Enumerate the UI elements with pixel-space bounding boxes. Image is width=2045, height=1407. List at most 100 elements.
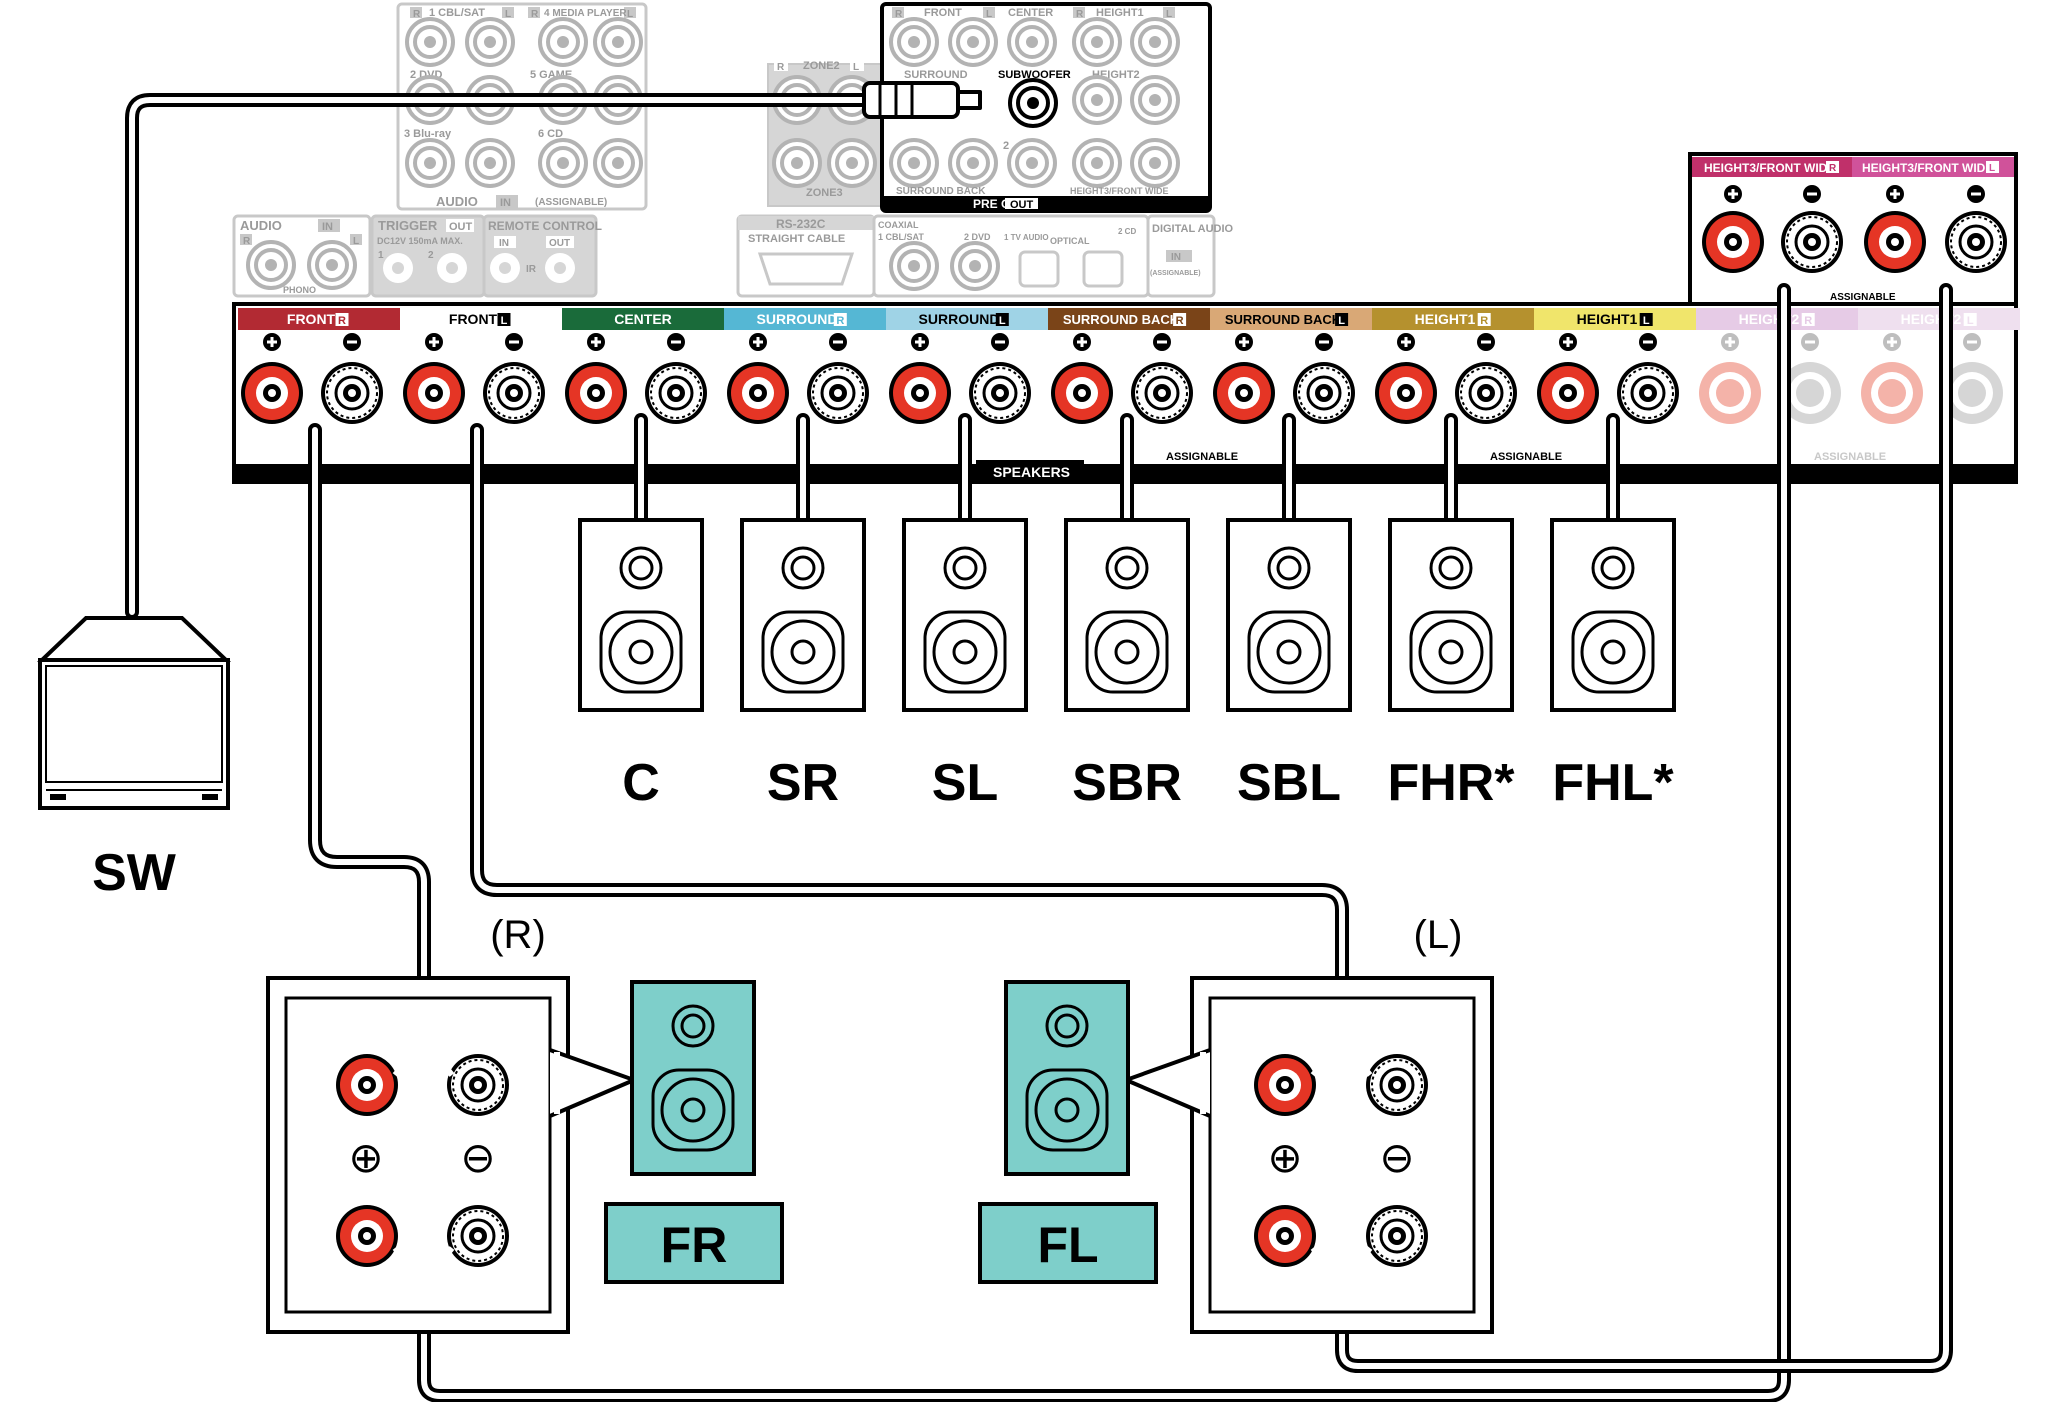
terminal-plus-9[interactable] [1699,362,1761,424]
preout-surround-back: SURROUND BACK [896,186,986,197]
terminal-minus-8[interactable] [1615,360,1681,426]
minus-marker-0 [343,333,361,351]
terminal-minus-3[interactable] [805,360,871,426]
remote-control-label: REMOTE CONTROL [488,219,602,233]
terminal-channel-7: R [1480,315,1488,327]
cables [125,81,1953,1403]
channel-l-tag: L [1166,9,1172,20]
in-tag: IN [1171,252,1181,263]
terminal-plus-7[interactable] [1375,362,1437,424]
terminal-plus-2[interactable] [565,362,627,424]
speaker-fhl [1550,518,1676,712]
pre-out-panel: R FRONT L CENTER R HEIGHT1 L SURROUND HE… [767,2,1212,213]
label-cbl-sat: 1 CBL/SAT [429,7,485,19]
speaker-fhr [1388,518,1514,712]
terminal-channel-box-1 [497,313,511,326]
terminal-minus-1[interactable] [481,360,547,426]
plus-marker-5 [1073,333,1091,351]
plus-marker-6 [1235,333,1253,351]
optical-label: OPTICAL [1050,236,1090,246]
terminal-label-7: HEIGHT1 [1415,311,1476,327]
terminal-plus-3[interactable] [727,362,789,424]
terminal-channel-box-9 [1801,313,1815,326]
minus-marker-1 [505,333,523,351]
front-left-name: FL [1037,1217,1098,1273]
terminal-channel-6: L [1338,315,1345,327]
terminal-channel-10: L [1967,315,1974,327]
terminal-channel-box-5 [1173,313,1187,326]
minus-marker-4 [991,333,1009,351]
terminal-label-5: SURROUND BACK [1063,312,1180,327]
terminal-channel-4: L [999,315,1006,327]
terminal-plus-4[interactable] [889,362,951,424]
trigger-1: 1 [378,250,384,261]
height3-assignable: ASSIGNABLE [1830,292,1896,303]
terminal-plus-0[interactable] [241,362,303,424]
front-left-minus: ⊖ [1379,1134,1414,1181]
minus-marker-2 [667,333,685,351]
plus-marker-0 [263,333,281,351]
plus-marker-8 [1559,333,1577,351]
height3-l-header [1852,157,2014,177]
subwoofer-cable [125,81,982,619]
terminal-minus-7[interactable] [1453,360,1519,426]
straight-cable-label: STRAIGHT CABLE [748,233,845,245]
zone2-label: ZONE2 [803,60,840,72]
ir-label: IR [526,264,537,275]
terminal-plus-6[interactable] [1213,362,1275,424]
channel-r-tag: R [895,9,903,20]
minus-marker-7 [1477,333,1495,351]
optical-cd-label: 2 CD [1118,227,1136,236]
subwoofer-preout-jack[interactable] [1008,78,1058,128]
preout-height1: HEIGHT1 [1096,7,1144,19]
out-tag: OUT [549,238,570,249]
digital-assignable-label: (ASSIGNABLE) [1150,270,1201,277]
terminal-minus-4[interactable] [967,360,1033,426]
trigger-label: TRIGGER [378,218,438,233]
front-left-group: (L) ⊕ ⊖ FL [978,913,1494,1334]
minus-marker-6 [1315,333,1333,351]
minus-marker-10 [1963,333,1981,351]
terminal-minus-6[interactable] [1291,360,1357,426]
coax-dvd-label: 2 DVD [964,232,991,242]
terminal-minus-2[interactable] [643,360,709,426]
minus-marker-3 [829,333,847,351]
terminal-channel-9: R [1804,315,1812,327]
speaker-label-fhl: FHL* [1552,754,1674,812]
speaker-c [578,518,704,712]
terminal-minus-0[interactable] [319,360,385,426]
zone3-label: ZONE3 [806,187,843,199]
preout-height3: HEIGHT3/FRONT WIDE [1070,186,1169,196]
front-left-side-label: (L) [1414,913,1463,957]
coax-source-label: 1 CBL/SAT [878,232,924,242]
terminal-minus-5[interactable] [1129,360,1195,426]
subwoofer-label: SW [92,844,177,902]
channel-l-tag: L [986,9,992,20]
channel-l-tag: L [505,9,511,20]
front-right-name: FR [661,1217,728,1273]
terminal-plus-1[interactable] [403,362,465,424]
subwoofer: SW [37,616,231,902]
plus-marker-10 [1883,333,1901,351]
terminal-plus-8[interactable] [1537,362,1599,424]
in-tag: IN [322,221,333,233]
speaker-label-sr: SR [767,754,839,812]
front-right-group: (R) ⊕ ⊖ FR [266,913,784,1334]
terminal-channel-3: R [836,315,844,327]
preout-center: CENTER [1008,7,1053,19]
height3-r-channel: R [1829,163,1837,174]
terminal-label-6: SURROUND BACK [1225,312,1342,327]
preout-sub2: 2 [1003,140,1009,152]
label-audio: AUDIO [436,194,478,209]
terminal-label-bg-1 [400,308,562,330]
minus-marker-5 [1153,333,1171,351]
terminal-plus-5[interactable] [1051,362,1113,424]
terminal-channel-5: R [1176,315,1184,327]
terminal-plus-10[interactable] [1861,362,1923,424]
front-right-minus: ⊖ [460,1134,495,1181]
plus-marker-1 [425,333,443,351]
terminal-label-3: SURROUND [757,311,838,327]
front-right-side-label: (R) [490,913,546,957]
